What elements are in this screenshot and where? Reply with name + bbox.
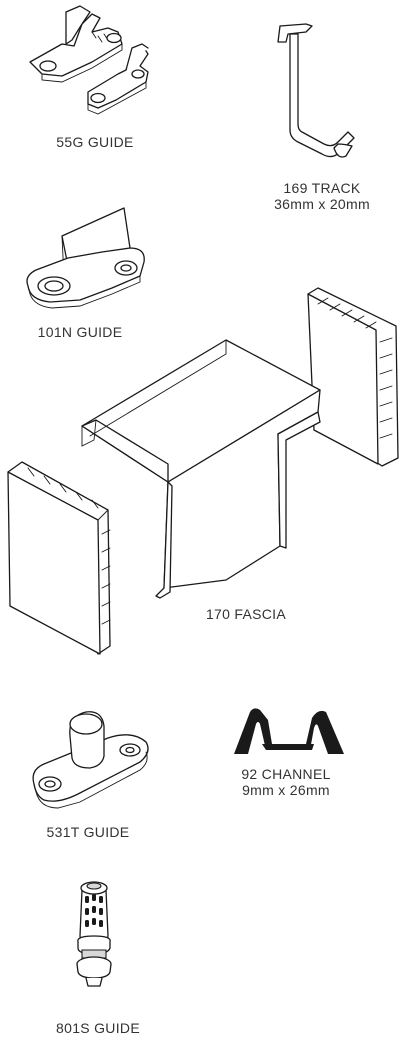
169-track-drawing — [272, 20, 368, 166]
92-channel-drawing — [232, 706, 348, 758]
170-fascia-drawing — [72, 336, 332, 606]
170-fascia-label: 170 FASCIA — [205, 606, 287, 622]
101n-guide-label: 101N GUIDE — [37, 324, 123, 340]
101n-guide-drawing — [20, 196, 150, 309]
531t-guide-label: 531T GUIDE — [46, 824, 130, 840]
92-channel-size: 9mm x 26mm — [242, 782, 330, 798]
right-end-cap-drawing — [296, 286, 402, 472]
169-track-size: 36mm x 20mm — [274, 196, 370, 212]
801s-guide-drawing — [68, 876, 124, 996]
55g-guide-drawing — [22, 4, 152, 115]
92-channel-label: 92 CHANNEL — [241, 766, 331, 782]
531t-guide-drawing — [28, 704, 158, 814]
55g-guide-label: 55G GUIDE — [56, 134, 134, 150]
169-track-label: 169 TRACK — [283, 180, 361, 196]
801s-guide-label: 801S GUIDE — [56, 1020, 140, 1036]
left-end-cap-drawing — [4, 458, 124, 658]
